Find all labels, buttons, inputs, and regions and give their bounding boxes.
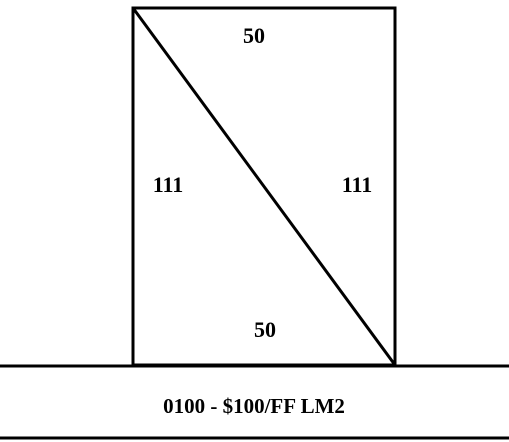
bottom-dimension-label: 50 <box>254 317 276 342</box>
lot-diagonal <box>131 7 397 366</box>
top-dimension-label: 50 <box>243 23 265 48</box>
right-dimension-label: 111 <box>342 172 373 197</box>
lot-caption: 0100 - $100/FF LM2 <box>163 394 345 418</box>
left-dimension-label: 111 <box>153 172 184 197</box>
